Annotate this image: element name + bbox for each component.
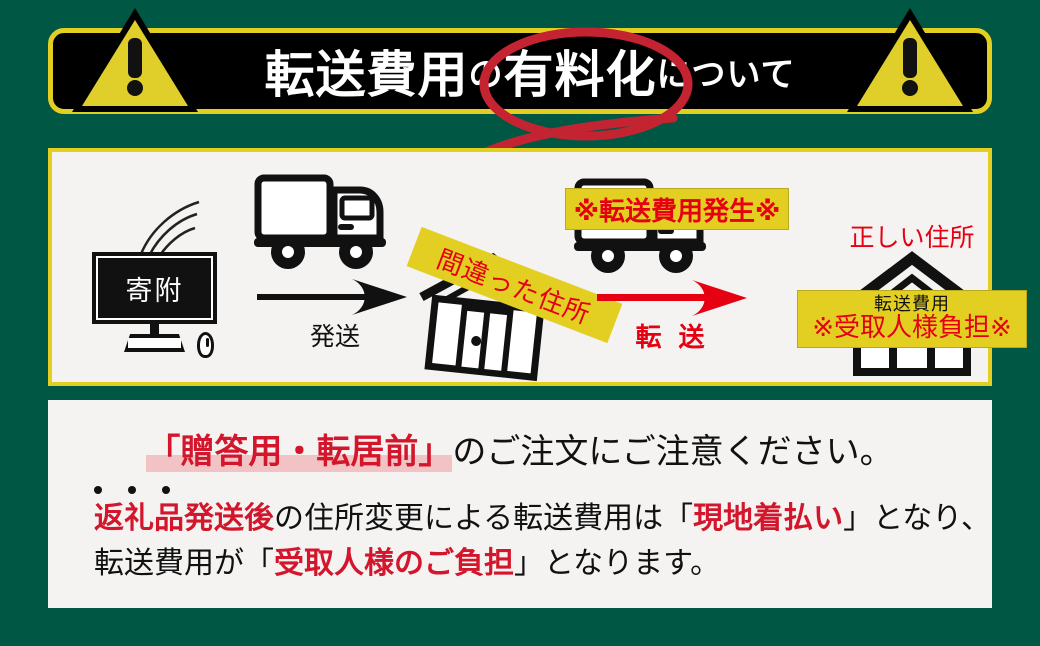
notice-headline-rest: のご注文にご注意ください。 [452,432,894,472]
warning-triangle-icon [72,8,198,112]
computer-mouse-icon [197,332,214,358]
monitor-neck [150,324,159,336]
notice-p2-bracket-open: 「 [244,546,274,581]
title-text-circled: 有料化 [503,46,657,104]
notice-paragraph-line-1: 返礼品発送後の住所変更による転送費用は「現地着払い」となり、 [94,496,991,541]
notice-bracket-open: 「 [146,432,181,472]
notice-p1-bracket-open: 「 [663,501,694,536]
forwarding-fee-banner: ※転送費用発生※ [565,188,789,230]
title-text-no: の [468,54,504,95]
warning-triangle-icon [847,8,973,112]
monitor-screen-label: 寄附 [96,256,213,320]
notice-p1-emph1: 返礼品発送後 [94,501,274,536]
recipient-charge-line1: 転送費用 [874,293,950,315]
notice-text-panel: 「贈答用・転居前」のご注文にご注意ください。 返礼品発送後の住所変更による転送費… [48,400,992,608]
title-text-main: 転送費用 [264,46,469,104]
monitor-screen: 寄附 [92,252,217,324]
notice-headline: 「贈答用・転居前」のご注文にご注意ください。 [48,424,992,473]
notice-p2-emph1: 受取人様のご負担 [274,546,514,581]
monitor-base [124,334,185,352]
correct-address-heading: 正しい住所 [849,223,975,252]
header-banner: 転送費用の有料化について [0,0,1040,157]
process-diagram-panel: 寄附 発送 [48,148,1027,386]
ship-arrow-label: 発送 [309,322,360,351]
notice-paragraph-line-2: 転送費用が「受取人様のご負担」となります。 [94,541,974,586]
notice-p2-text2: 」となります。 [514,546,721,581]
donation-monitor-icon: 寄附 [92,252,217,358]
notice-p1-emph2: 現地着払い [693,501,844,536]
notice-highlight-term: 贈答用・転居前 [180,432,419,472]
delivery-truck-icon [254,174,386,269]
notice-p1-text2: 」となり、 [843,501,992,536]
recipient-charge-banner: 転送費用 ※受取人様負担※ [797,290,1027,348]
forward-arrow-label: 転 送 [635,323,709,353]
signal-waves-icon [139,200,200,258]
notice-p1-text1: の住所変更による転送費用は [274,501,664,536]
notice-p2-text1: 転送費用が [94,546,244,581]
arrow-right-icon [257,279,407,315]
title-text-tail: について [656,54,796,95]
emphasis-dots [94,486,170,494]
recipient-charge-line2: ※受取人様負担※ [812,312,1012,343]
notice-bracket-close: 」 [418,432,453,472]
page-title: 転送費用の有料化について [190,30,870,112]
notice-paragraph: 返礼品発送後の住所変更による転送費用は「現地着払い」となり、 転送費用が「受取人… [94,496,991,586]
arrow-right-icon [597,280,747,316]
